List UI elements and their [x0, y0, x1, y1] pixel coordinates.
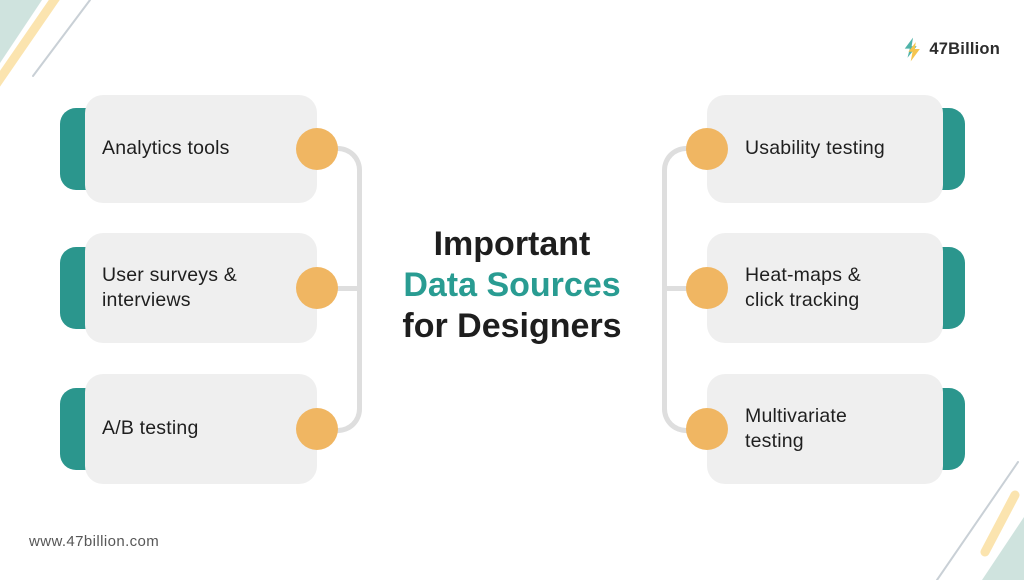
connector-dot [686, 267, 728, 309]
card-panel: Heat-maps & click tracking [707, 233, 943, 343]
brand-logo: 47Billion [902, 36, 1000, 63]
card-panel: A/B testing [85, 374, 317, 484]
connector-dot [686, 128, 728, 170]
connector-dot [686, 408, 728, 450]
card-panel: Multivariate testing [707, 374, 943, 484]
card-analytics-tools: Analytics tools [60, 95, 338, 203]
brand-name: 47Billion [929, 40, 1000, 58]
card-ab-testing: A/B testing [60, 374, 338, 484]
card-panel: Analytics tools [85, 95, 317, 203]
card-user-surveys-interviews: User surveys & interviews [60, 233, 338, 343]
card-multivariate-testing: Multivariate testing [686, 374, 965, 484]
connector-dot [296, 128, 338, 170]
lightning-bolt-icon [905, 37, 921, 62]
page-title: Important Data Sources for Designers [352, 224, 672, 347]
connector-stub-right [664, 286, 694, 291]
card-panel: Usability testing [707, 95, 943, 203]
title-line-3: for Designers [402, 307, 622, 345]
card-heatmaps-click-tracking: Heat-maps & click tracking [686, 233, 965, 343]
card-label: Multivariate testing [745, 404, 848, 452]
connector-dot [296, 267, 338, 309]
website-url: www.47billion.com [29, 533, 160, 550]
card-label: A/B testing [102, 417, 199, 440]
connector-dot [296, 408, 338, 450]
card-label: Analytics tools [102, 137, 230, 160]
connector-stub-left [330, 286, 360, 291]
card-label: User surveys & interviews [102, 263, 237, 311]
card-panel: User surveys & interviews [85, 233, 317, 343]
card-usability-testing: Usability testing [686, 95, 965, 203]
card-label: Heat-maps & click tracking [745, 263, 861, 311]
title-line-2: Data Sources [403, 266, 621, 304]
title-line-1: Important [433, 225, 591, 263]
card-label: Usability testing [745, 137, 885, 160]
